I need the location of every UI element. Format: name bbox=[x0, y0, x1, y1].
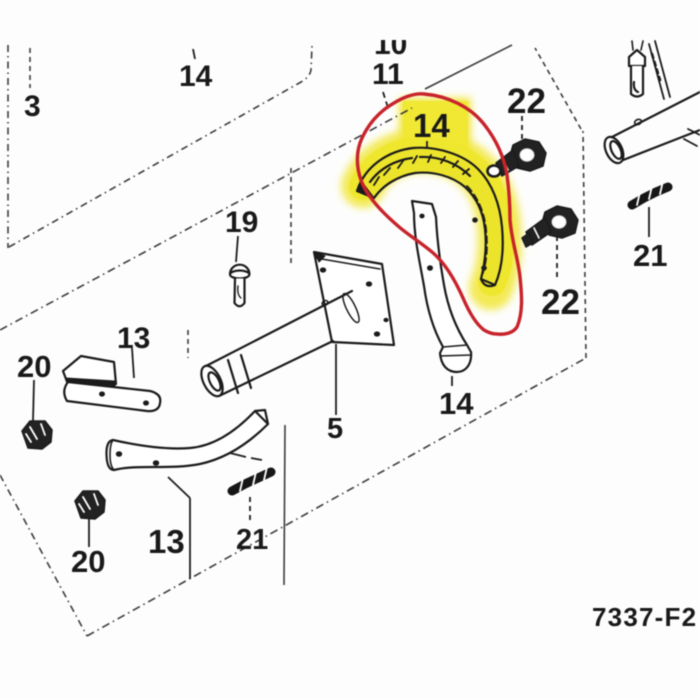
svg-text:5: 5 bbox=[327, 413, 343, 445]
svg-text:14: 14 bbox=[413, 107, 450, 144]
svg-text:14: 14 bbox=[179, 60, 213, 93]
svg-text:21: 21 bbox=[236, 524, 268, 556]
svg-text:7337-F2: 7337-F2 bbox=[592, 602, 697, 632]
svg-text:19: 19 bbox=[225, 206, 258, 239]
svg-text:20: 20 bbox=[71, 544, 105, 579]
svg-text:10: 10 bbox=[374, 28, 407, 61]
svg-text:20: 20 bbox=[17, 349, 51, 384]
svg-text:13: 13 bbox=[117, 322, 150, 355]
svg-text:11: 11 bbox=[372, 58, 404, 91]
svg-text:22: 22 bbox=[541, 283, 580, 322]
svg-text:14: 14 bbox=[439, 386, 474, 421]
svg-text:13: 13 bbox=[148, 523, 185, 560]
svg-text:21: 21 bbox=[633, 238, 667, 273]
svg-text:22: 22 bbox=[507, 82, 546, 121]
svg-text:3: 3 bbox=[24, 90, 41, 123]
